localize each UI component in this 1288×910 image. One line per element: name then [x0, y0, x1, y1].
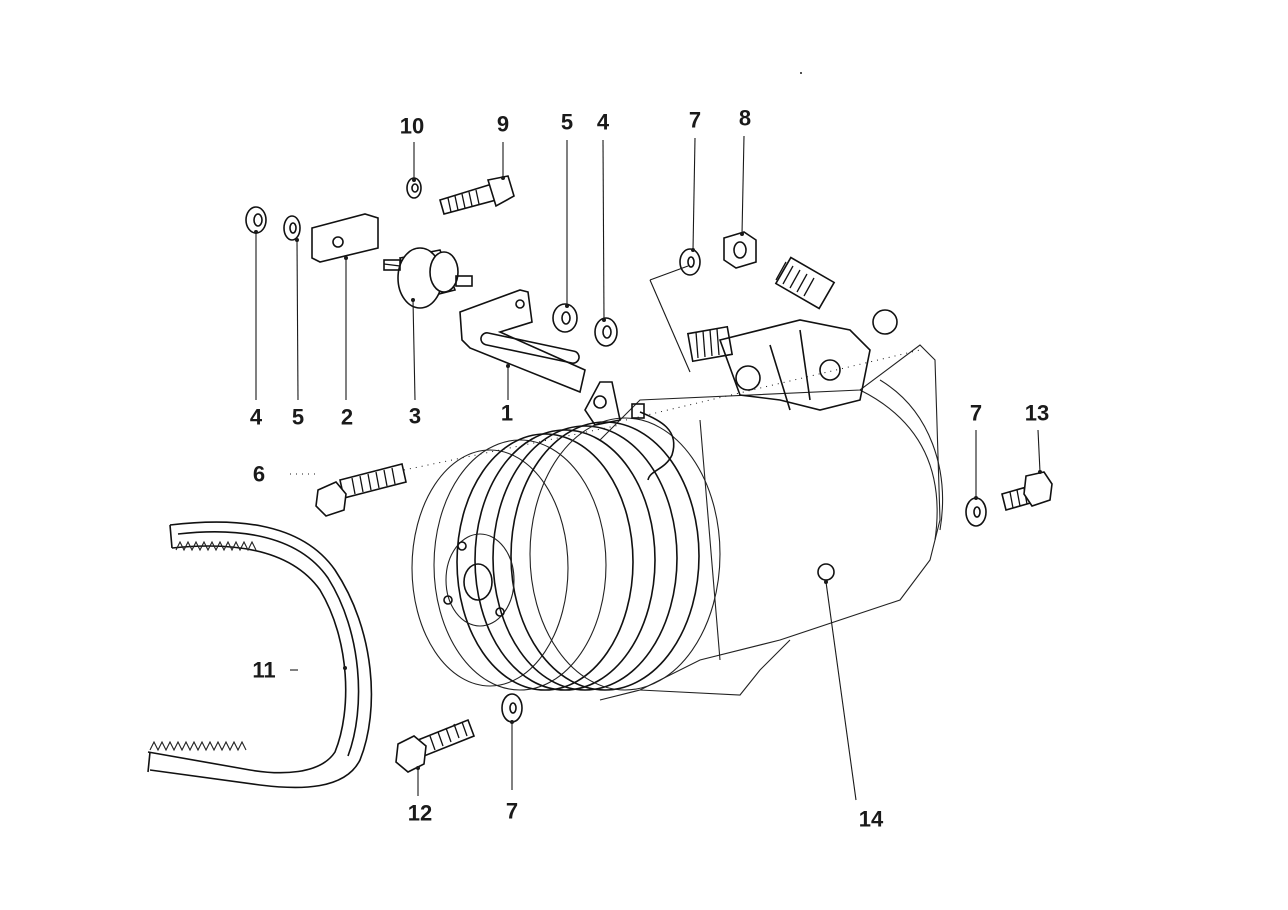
- v-belt-11-icon: [147, 521, 373, 789]
- callout-7-bottom: 7: [506, 799, 518, 824]
- callout-7-top: 7: [689, 108, 701, 133]
- callout-4-top: 4: [597, 110, 610, 135]
- callout-8: 8: [739, 106, 751, 131]
- nut-8-icon: [723, 231, 757, 269]
- bracket-1-icon: [459, 289, 586, 394]
- bolt-9-icon: [439, 175, 515, 215]
- callout-11: 11: [252, 658, 275, 683]
- callout-5-top: 5: [561, 110, 573, 135]
- callout-9: 9: [497, 112, 509, 137]
- bolt-13-icon: [1001, 471, 1053, 511]
- callout-14: 14: [859, 807, 884, 832]
- plate-2-icon: [311, 213, 379, 263]
- washer-4-icon: [245, 206, 618, 347]
- callout-4-left: 4: [250, 405, 263, 430]
- callout-6: 6: [253, 462, 265, 487]
- washer-5-icon: [283, 215, 578, 333]
- callout-7-right: 7: [970, 401, 982, 426]
- rubber-mount-3-icon: [383, 247, 473, 309]
- speck: [800, 72, 802, 74]
- callout-13: 13: [1025, 401, 1049, 426]
- compressor-14-icon: [411, 256, 943, 701]
- callout-2: 2: [341, 405, 353, 430]
- leader-lines: [254, 135, 1042, 801]
- bolt-6-icon: [315, 463, 407, 517]
- lock-washer-10-icon: [406, 177, 422, 199]
- callout-5-left: 5: [292, 405, 304, 430]
- callout-10: 10: [400, 114, 424, 139]
- washer-7-icon: [501, 248, 987, 723]
- callout-3: 3: [409, 404, 421, 429]
- bolt-12-icon: [395, 718, 476, 773]
- callout-labels: 10 9 5 4 7 8 4 5 2 3 1 6 7 13 11 12 7 14: [250, 106, 1049, 832]
- callout-12: 12: [408, 801, 432, 826]
- callout-1: 1: [501, 401, 513, 426]
